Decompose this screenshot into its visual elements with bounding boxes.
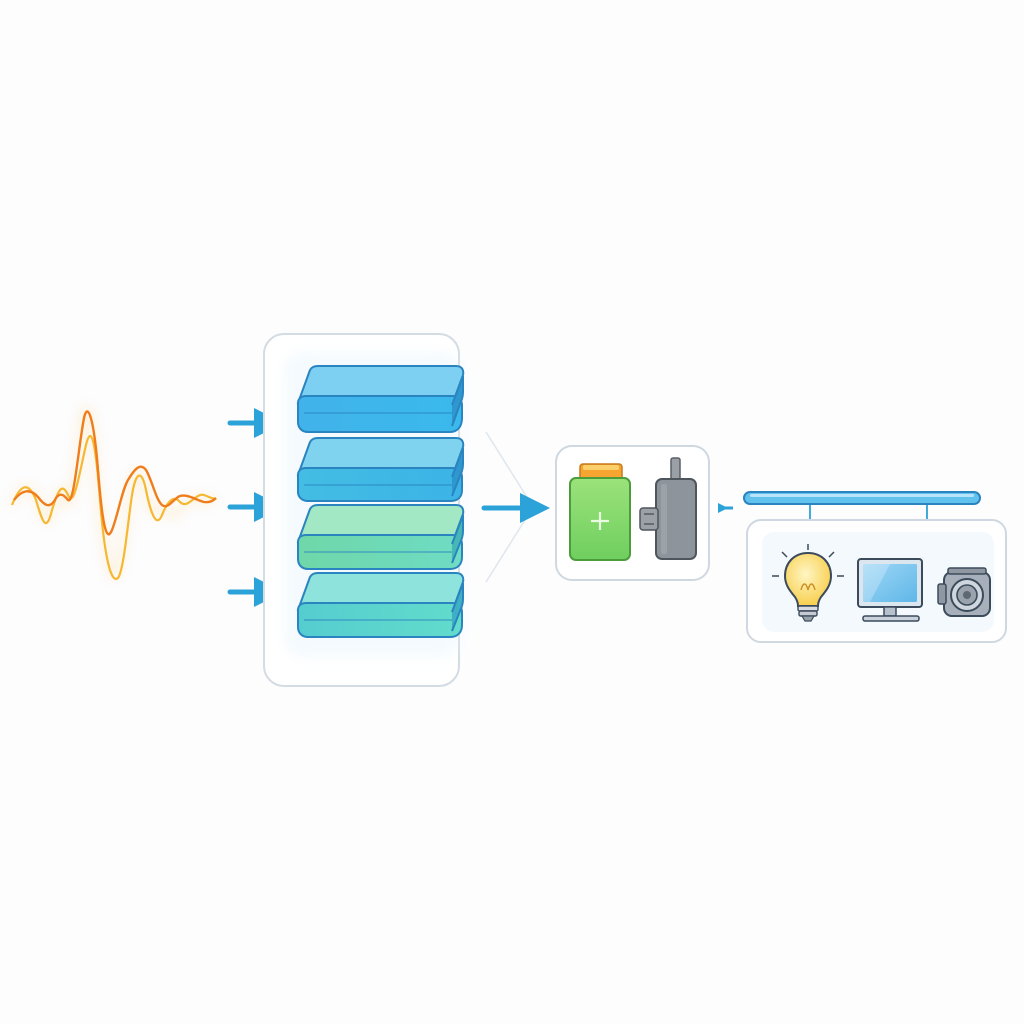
stack-layer-2	[296, 437, 465, 502]
waveform-primary	[13, 410, 217, 536]
waveform-icon	[9, 405, 218, 580]
light-bulb-icon	[772, 544, 844, 622]
motor-icon	[937, 567, 991, 617]
funnel-lines	[485, 431, 531, 583]
layer-stack-panel	[263, 333, 465, 687]
edge-bus-storage	[718, 503, 733, 513]
stack-layer-4	[296, 572, 465, 638]
plug-icon	[639, 457, 697, 560]
storage-panel	[555, 445, 710, 581]
waveform-secondary	[10, 435, 217, 580]
stack-layer-3	[296, 504, 465, 570]
battery-icon	[569, 463, 631, 561]
bus-bar	[743, 491, 981, 505]
stack-layer-1	[296, 365, 465, 433]
loads-panel	[746, 519, 1007, 643]
monitor-icon	[857, 558, 923, 622]
